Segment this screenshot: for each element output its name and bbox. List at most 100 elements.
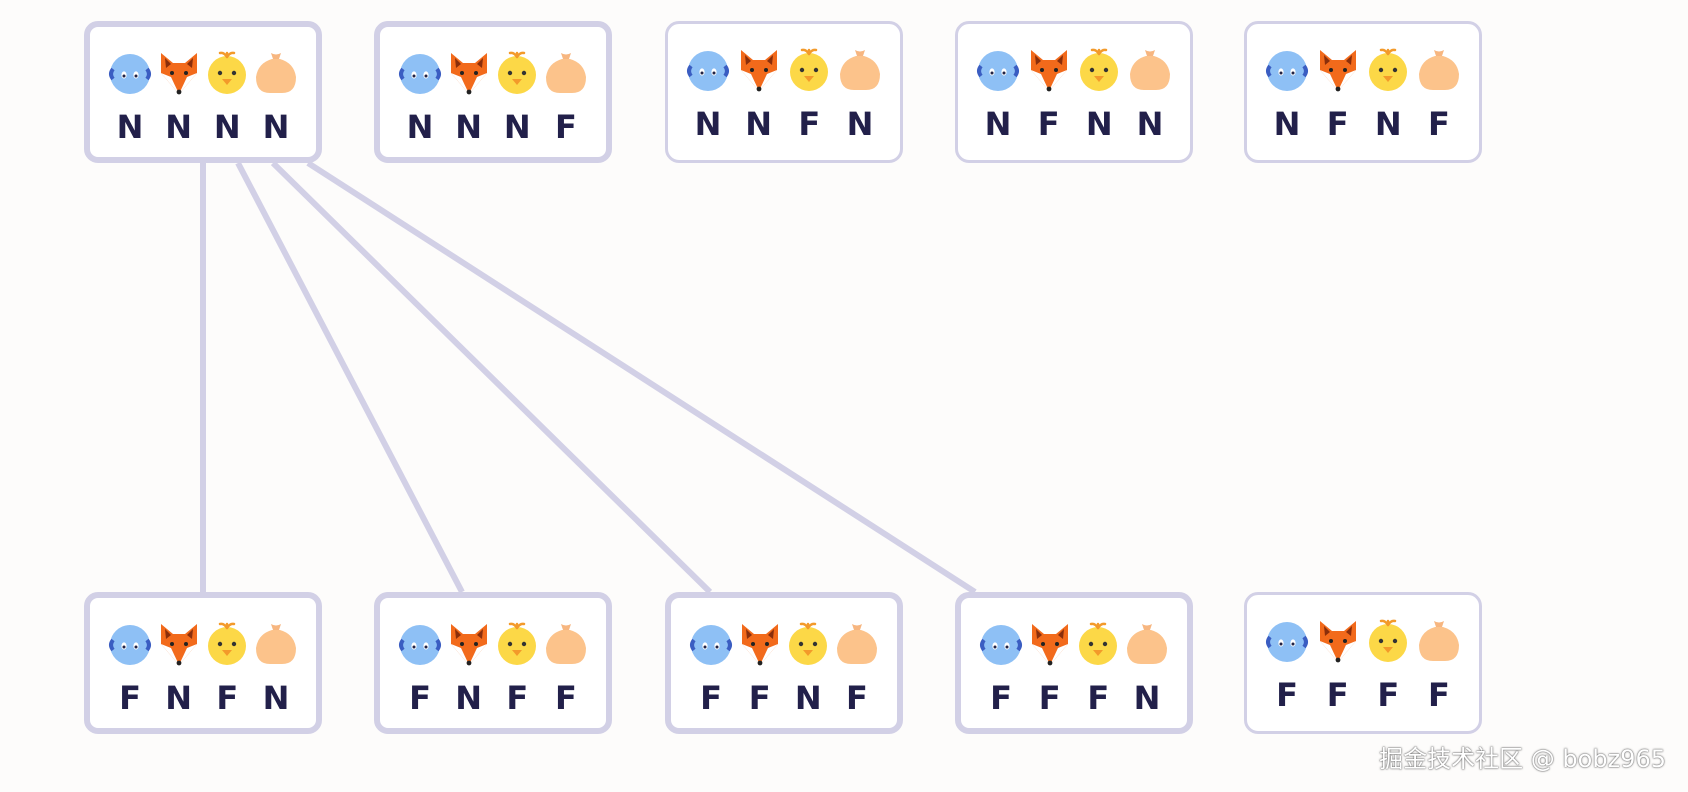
chick-icon: [1076, 622, 1120, 666]
grain-sack-icon: [254, 51, 298, 95]
side-label: N: [745, 105, 773, 143]
cabbage-icon: [686, 48, 730, 92]
character-row: [108, 622, 298, 666]
edge-s1-s8: [270, 160, 713, 595]
edge-s1-s9: [306, 160, 977, 595]
watermark: 掘金技术社区 @ bobz965: [1379, 745, 1666, 773]
chick-icon: [1077, 48, 1121, 92]
side-label: F: [409, 679, 431, 717]
fox-icon: [1316, 48, 1360, 92]
grain-sack-icon: [835, 622, 879, 666]
side-label: N: [213, 108, 241, 146]
side-label: F: [700, 679, 722, 717]
fox-icon: [157, 622, 201, 666]
side-label: N: [455, 108, 483, 146]
side-label: F: [1326, 105, 1349, 143]
side-label: F: [1428, 105, 1450, 143]
side-label: N: [1273, 105, 1301, 143]
character-row: [689, 622, 879, 666]
side-label: N: [455, 679, 483, 717]
side-label: F: [1037, 105, 1060, 143]
side-label: N: [406, 108, 434, 146]
chick-icon: [1366, 48, 1410, 92]
side-label: N: [694, 105, 722, 143]
character-row: [108, 51, 298, 95]
side-label: N: [1085, 105, 1113, 143]
character-row: [1265, 48, 1461, 92]
grain-sack-icon: [544, 622, 588, 666]
cabbage-icon: [976, 48, 1020, 92]
cabbage-icon: [108, 622, 152, 666]
grain-sack-icon: [254, 622, 298, 666]
side-label: N: [165, 679, 193, 717]
side-label: F: [555, 108, 577, 146]
chick-icon: [495, 622, 539, 666]
character-row: [686, 48, 882, 92]
chick-icon: [205, 51, 249, 95]
character-row: [976, 48, 1172, 92]
cabbage-icon: [398, 51, 442, 95]
cabbage-icon: [1265, 48, 1309, 92]
grain-sack-icon: [1417, 48, 1461, 92]
fox-icon: [1027, 48, 1071, 92]
cabbage-icon: [1265, 619, 1309, 663]
side-label: F: [1326, 676, 1349, 714]
side-label: N: [794, 679, 822, 717]
side-label: F: [216, 679, 239, 717]
side-label: N: [984, 105, 1012, 143]
grain-sack-icon: [1125, 622, 1169, 666]
grain-sack-icon: [544, 51, 588, 95]
fox-icon: [1316, 619, 1360, 663]
side-label: F: [1276, 676, 1298, 714]
grain-sack-icon: [1128, 48, 1172, 92]
character-row: [398, 51, 588, 95]
side-label: F: [1038, 679, 1061, 717]
fox-icon: [447, 51, 491, 95]
side-label: F: [1428, 676, 1450, 714]
side-label: F: [990, 679, 1012, 717]
side-label: F: [555, 679, 577, 717]
chick-icon: [787, 48, 831, 92]
side-label: F: [119, 679, 141, 717]
character-row: [398, 622, 588, 666]
side-label: N: [503, 108, 531, 146]
fox-icon: [157, 51, 201, 95]
side-label: N: [262, 108, 290, 146]
side-label: F: [1087, 679, 1110, 717]
grain-sack-icon: [1417, 619, 1461, 663]
fox-icon: [447, 622, 491, 666]
side-label: N: [1374, 105, 1402, 143]
side-label: N: [846, 105, 874, 143]
chick-icon: [1366, 619, 1410, 663]
chick-icon: [786, 622, 830, 666]
side-label: F: [846, 679, 868, 717]
cabbage-icon: [689, 622, 733, 666]
side-label: N: [1136, 105, 1164, 143]
side-label: N: [1133, 679, 1161, 717]
side-label: N: [262, 679, 290, 717]
fox-icon: [1028, 622, 1072, 666]
side-label: F: [506, 679, 529, 717]
cabbage-icon: [398, 622, 442, 666]
fox-icon: [738, 622, 782, 666]
cabbage-icon: [108, 51, 152, 95]
